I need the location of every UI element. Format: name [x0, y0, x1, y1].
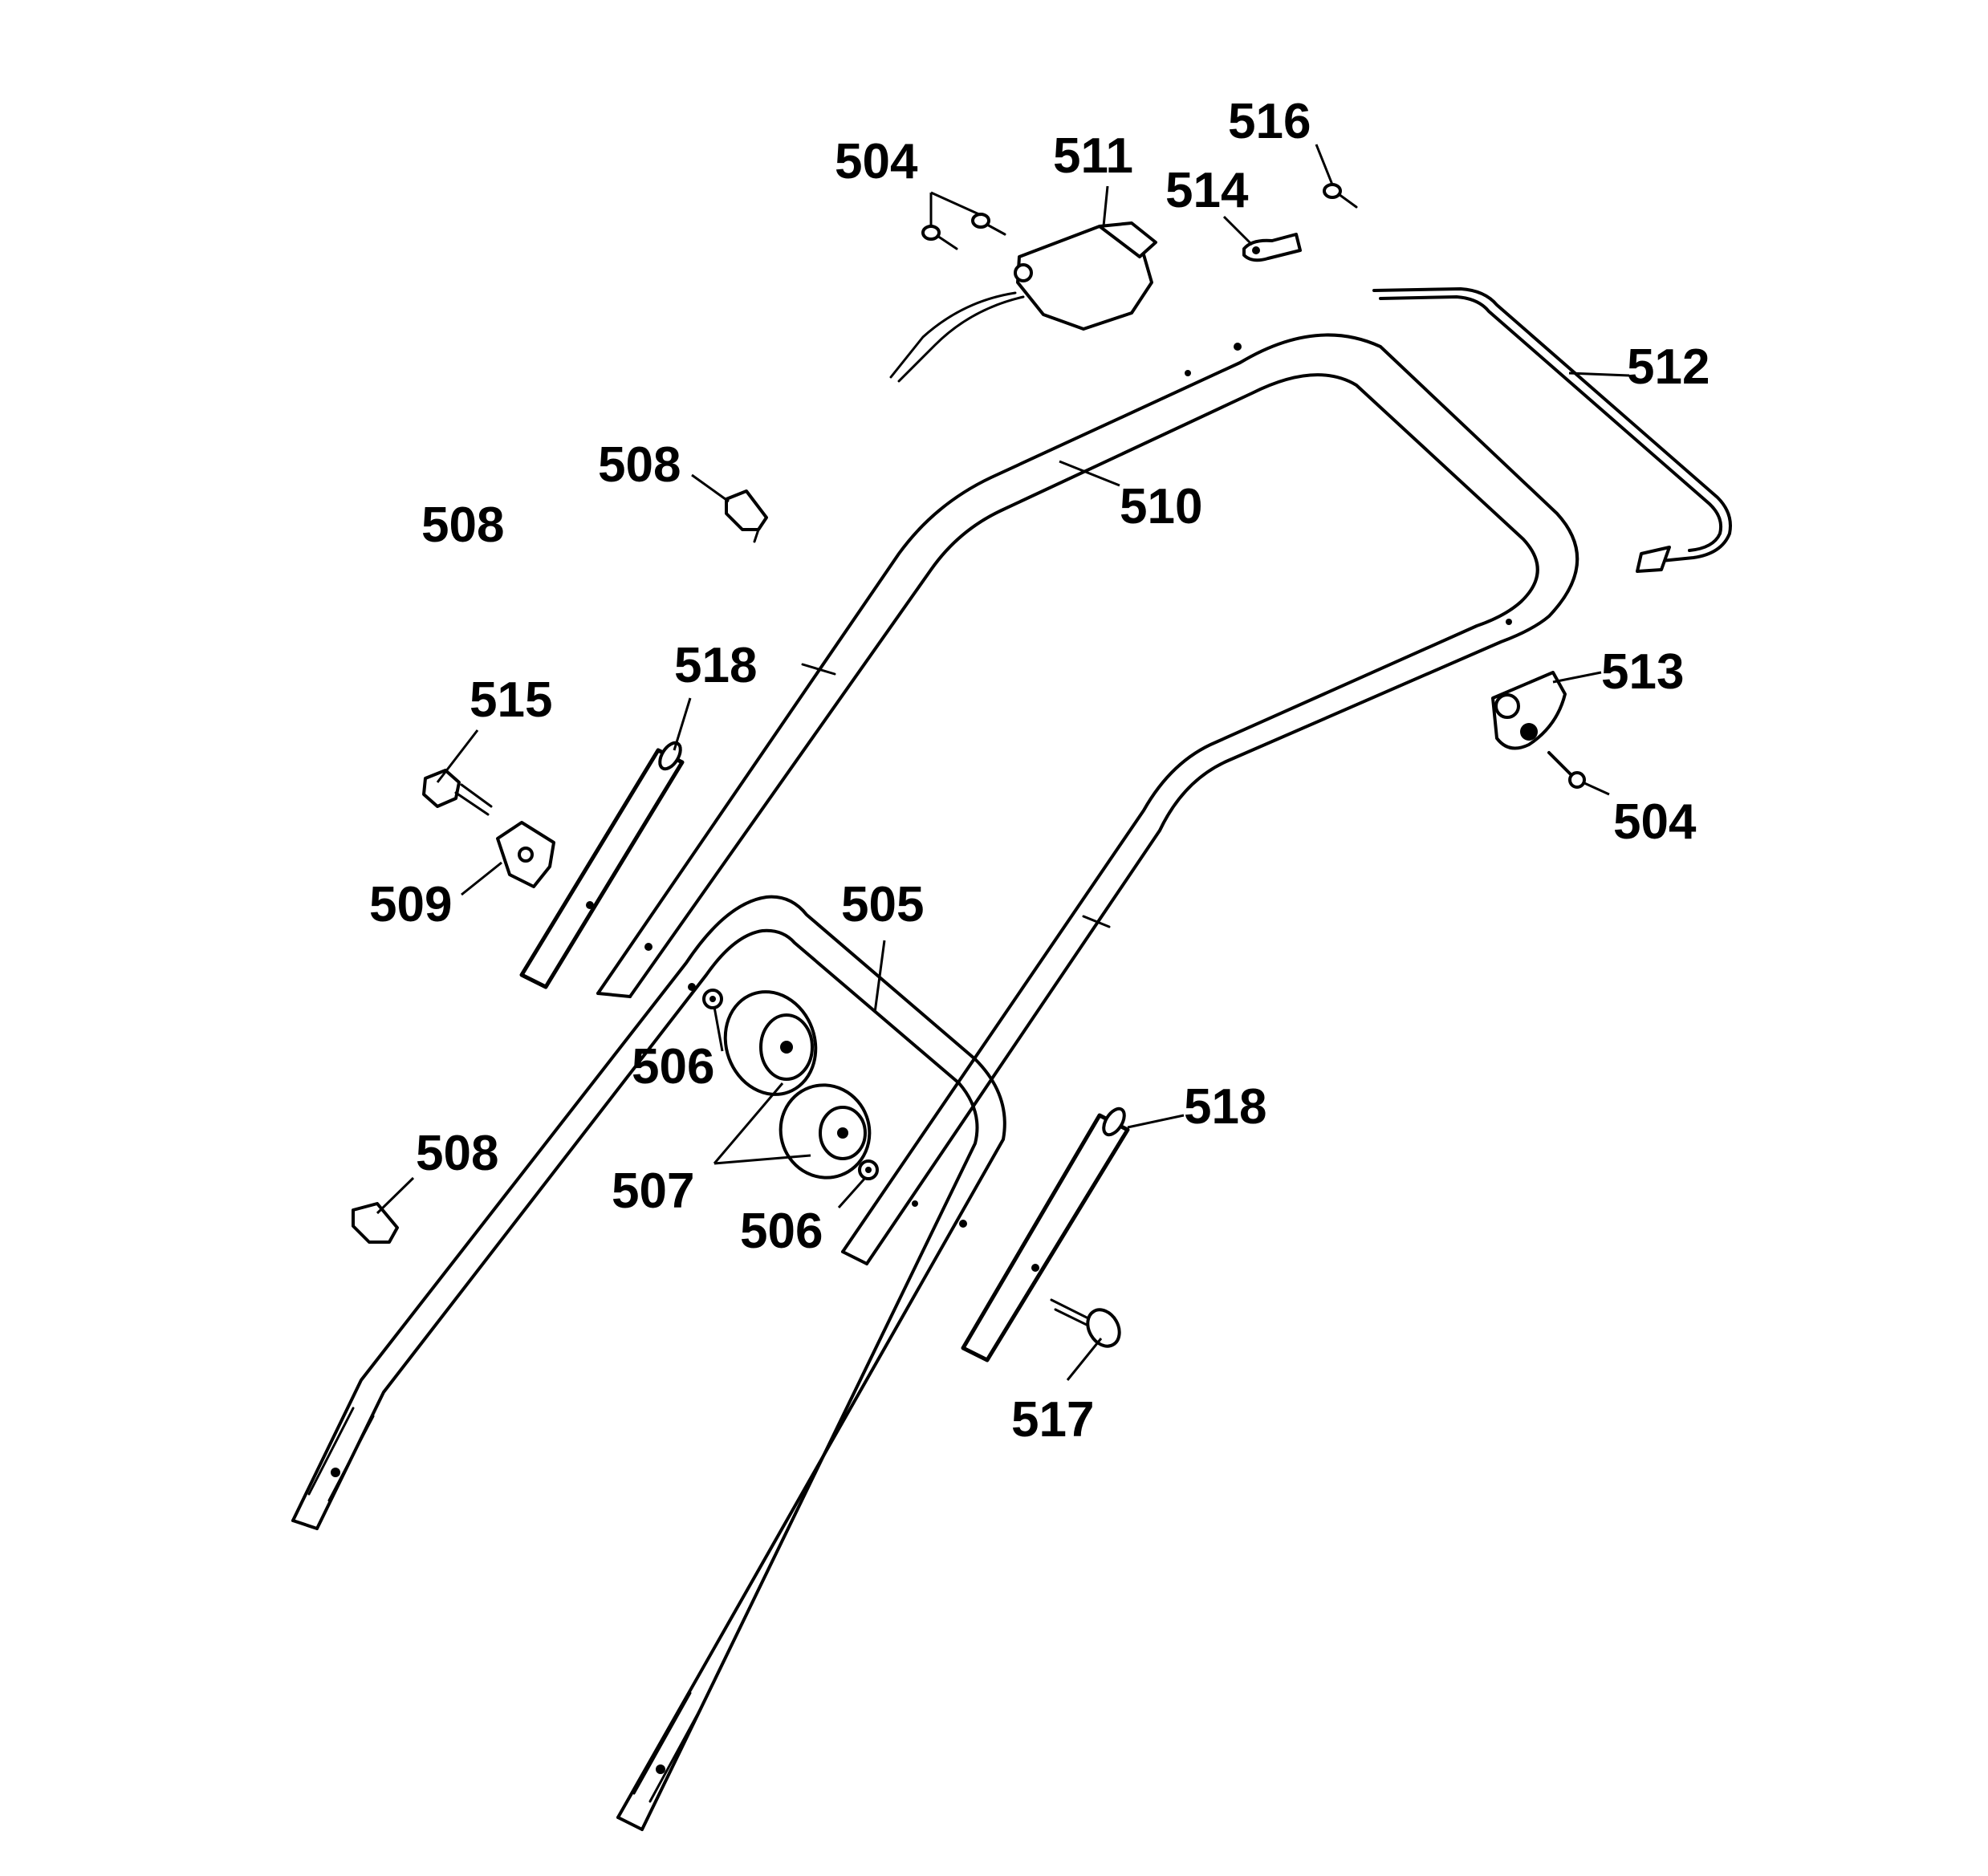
label-516: 516: [1228, 94, 1311, 149]
screw-504-top-b: [971, 213, 1006, 236]
nut-506-upper: [702, 989, 723, 1009]
label-518-upper: 518: [674, 638, 757, 693]
label-515: 515: [470, 672, 552, 728]
label-506-lower: 506: [740, 1204, 823, 1259]
label-504-right: 504: [1613, 794, 1697, 850]
label-510: 510: [1120, 479, 1202, 534]
label-511: 511: [1053, 128, 1133, 184]
tube-518-lower: [961, 1107, 1130, 1362]
clip-514: [1242, 233, 1302, 262]
label-507: 507: [612, 1163, 694, 1219]
label-517: 517: [1011, 1392, 1094, 1448]
screw-516: [1323, 183, 1358, 209]
knob-517: [1050, 1298, 1121, 1348]
label-508-lower: 508: [416, 1126, 498, 1181]
label-514: 514: [1165, 163, 1249, 218]
leader-lines: [376, 144, 1630, 1381]
screw-504-top-a: [921, 225, 958, 250]
label-509: 509: [369, 877, 452, 932]
label-512: 512: [1627, 339, 1710, 395]
label-504-top: 504: [835, 134, 918, 189]
lower-handle-505: [291, 895, 1006, 1831]
part-labels: 504 511 514 516 512 510 508 508 518 515 …: [369, 94, 1710, 1448]
knob-507-lower: [779, 1083, 872, 1180]
label-508-upper: 508: [598, 437, 681, 493]
label-506-upper: 506: [632, 1039, 714, 1094]
knob-507-upper: [723, 990, 818, 1096]
label-505: 505: [841, 877, 924, 932]
label-518-lower: 518: [1184, 1079, 1266, 1135]
label-508-stray: 508: [421, 497, 504, 553]
clip-508-lower: [352, 1202, 399, 1244]
switch-box-511: [889, 221, 1157, 383]
nut-506-lower: [858, 1159, 879, 1180]
clip-508-upper: [725, 489, 768, 543]
knob-515: [422, 769, 493, 816]
label-513: 513: [1601, 644, 1684, 700]
bracket-513: [1491, 671, 1567, 750]
upper-handle-510: [596, 333, 1579, 1265]
cable-512: [1372, 287, 1732, 573]
screw-504-right: [1547, 751, 1586, 789]
bracket-509: [496, 821, 555, 888]
tube-518-upper: [519, 741, 685, 989]
